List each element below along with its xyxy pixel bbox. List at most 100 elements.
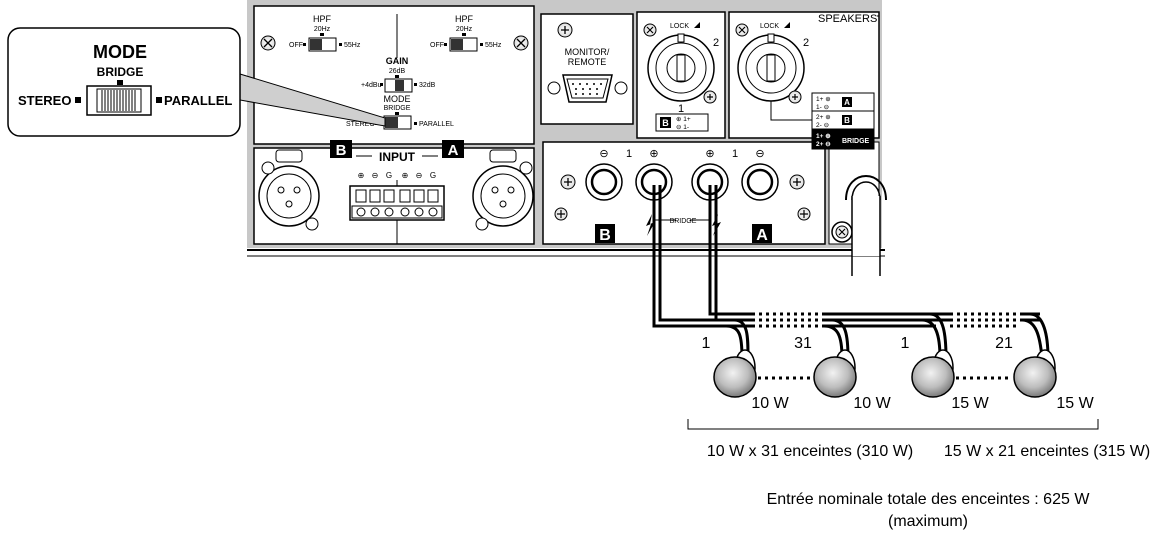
xlr-input-b-icon bbox=[258, 149, 320, 231]
speaker-number: 1 bbox=[901, 335, 910, 352]
binding-post-label: 1 bbox=[626, 148, 632, 160]
hpf-b-hz-label: 55Hz bbox=[344, 42, 361, 49]
speaker-icon bbox=[713, 349, 757, 398]
speaker-icon bbox=[1013, 349, 1057, 398]
screw-icon bbox=[560, 174, 576, 190]
pin-box-left: B ⊕ 1+ ⊖ 1- bbox=[655, 113, 709, 132]
callout-parallel-label: PARALLEL bbox=[164, 93, 232, 108]
speaker-number: 1 bbox=[702, 335, 711, 352]
lock-label-1: LOCK bbox=[670, 23, 689, 30]
terminal-label: ⊕ bbox=[402, 171, 409, 180]
speakon-left-2: 2 bbox=[713, 37, 719, 49]
gain-title: GAIN bbox=[386, 56, 409, 66]
callout-mode-switch bbox=[86, 85, 152, 116]
monitor-label-line2: REMOTE bbox=[568, 57, 607, 67]
total-caption-line2: (maximum) bbox=[888, 513, 968, 530]
pin-table-row1: 1+ ⊕1- ⊖ bbox=[816, 96, 831, 111]
dsub-port-icon bbox=[547, 74, 628, 103]
speaker-icon bbox=[911, 349, 955, 398]
speakon-left-1: 1 bbox=[678, 103, 684, 115]
binding-post-label: ⊖ bbox=[755, 148, 764, 160]
pin-table-row2-channel: B bbox=[844, 116, 850, 125]
screw-icon bbox=[643, 23, 657, 37]
binding-post-icon bbox=[741, 163, 779, 201]
gain-high-label: 32dB bbox=[419, 82, 436, 89]
callout-stereo-label: STEREO bbox=[18, 93, 71, 108]
speakon-right-2: 2 bbox=[803, 37, 809, 49]
speaker-icon bbox=[813, 349, 857, 398]
screw-icon bbox=[554, 207, 568, 221]
binding-post-label: ⊕ bbox=[649, 148, 658, 160]
binding-post-label: 1 bbox=[732, 148, 738, 160]
gain-center-label: 26dB bbox=[389, 68, 406, 75]
pin-box-left-line1: ⊕ 1+ bbox=[676, 116, 691, 123]
callout-mode-title: MODE bbox=[93, 42, 147, 62]
binding-post-labels: ⊖ 1 ⊕ ⊕ 1 ⊖ bbox=[599, 148, 764, 160]
mode-zoom-callout bbox=[7, 27, 386, 137]
screw-icon bbox=[735, 23, 749, 37]
mode-switch[interactable] bbox=[383, 115, 412, 130]
hpf-a-switch[interactable] bbox=[449, 37, 478, 52]
pin-box-left-line2: ⊖ 1- bbox=[676, 124, 689, 131]
pin-table-row3: 1+ ⊕2+ ⊖ bbox=[816, 133, 831, 148]
speaker-watt: 10 W bbox=[751, 395, 789, 412]
terminal-label: ⊕ bbox=[358, 171, 365, 180]
screw-icon bbox=[513, 35, 529, 51]
bridge-label: BRIDGE bbox=[670, 218, 697, 225]
dotted-continuation bbox=[752, 312, 1020, 328]
pin-box-left-channel: B bbox=[662, 118, 669, 128]
monitor-label-line1: MONITOR/ bbox=[565, 47, 610, 57]
bottom-a-badge bbox=[752, 224, 772, 243]
channel-a-label: A bbox=[448, 142, 459, 159]
hpf-b-title: HPF bbox=[313, 14, 332, 24]
group-1-caption: 10 W x 31 enceintes (310 W) bbox=[707, 443, 913, 460]
power-cable-icon bbox=[845, 175, 887, 276]
speakon-connector-right-icon bbox=[737, 33, 805, 104]
pin-table-row1-channel: A bbox=[844, 98, 850, 107]
speaker-watt: 15 W bbox=[951, 395, 989, 412]
binding-post-label: ⊕ bbox=[705, 148, 714, 160]
screw-icon bbox=[260, 35, 276, 51]
speakers-title: SPEAKERS bbox=[818, 13, 877, 25]
screw-icon bbox=[797, 207, 811, 221]
bottom-a-label: A bbox=[756, 227, 768, 244]
bottom-b-badge bbox=[595, 224, 615, 243]
terminal-label: G bbox=[386, 171, 392, 180]
euroblock-terminal-icon bbox=[349, 180, 445, 244]
input-title: INPUT bbox=[379, 150, 416, 164]
channel-b-badge bbox=[330, 140, 352, 158]
binding-post-module bbox=[542, 141, 826, 245]
hpf-b-freq: 20Hz bbox=[314, 26, 331, 33]
screw-icon bbox=[789, 174, 805, 190]
pin-table-row2: 2+ ⊕2- ⊖ bbox=[816, 114, 831, 129]
pin-table: 1+ ⊕1- ⊖ A 2+ ⊕2- ⊖ B 1+ ⊕2+ ⊖ BRIDGE bbox=[811, 92, 875, 150]
xlr-input-a-icon bbox=[472, 149, 534, 231]
hpf-b-off-label: OFF bbox=[289, 42, 303, 49]
hpf-a-title: HPF bbox=[455, 14, 474, 24]
mode-title-small: MODE bbox=[384, 94, 411, 104]
speakon-connector-left-icon bbox=[647, 33, 717, 104]
speaker-watt: 10 W bbox=[853, 395, 891, 412]
group-2-caption: 15 W x 21 enceintes (315 W) bbox=[944, 443, 1150, 460]
speaker-number: 21 bbox=[995, 335, 1013, 352]
callout-bridge-label: BRIDGE bbox=[97, 65, 144, 79]
hpf-b-switch[interactable] bbox=[308, 37, 337, 52]
channel-b-label: B bbox=[336, 142, 347, 159]
mode-parallel-small: PARALLEL bbox=[419, 121, 454, 128]
channel-a-badge bbox=[442, 140, 464, 158]
total-caption-line1: Entrée nominale totale des enceintes : 6… bbox=[767, 491, 1091, 508]
mode-stereo-small: STEREO bbox=[346, 121, 375, 128]
terminal-labels: ⊕⊖G⊕⊖G bbox=[358, 171, 436, 180]
pin-table-bridge-label: BRIDGE bbox=[842, 138, 870, 145]
binding-post-label: ⊖ bbox=[599, 148, 608, 160]
hpf-a-freq: 20Hz bbox=[456, 26, 473, 33]
group-bracket bbox=[687, 419, 1099, 430]
mode-bridge-small: BRIDGE bbox=[384, 105, 411, 112]
ground-screw-icon bbox=[831, 221, 853, 243]
terminal-label: G bbox=[430, 171, 436, 180]
monitor-module bbox=[540, 13, 634, 125]
hpf-a-hz-label: 55Hz bbox=[485, 42, 502, 49]
terminal-label: ⊖ bbox=[372, 171, 379, 180]
gain-switch[interactable] bbox=[384, 78, 413, 93]
